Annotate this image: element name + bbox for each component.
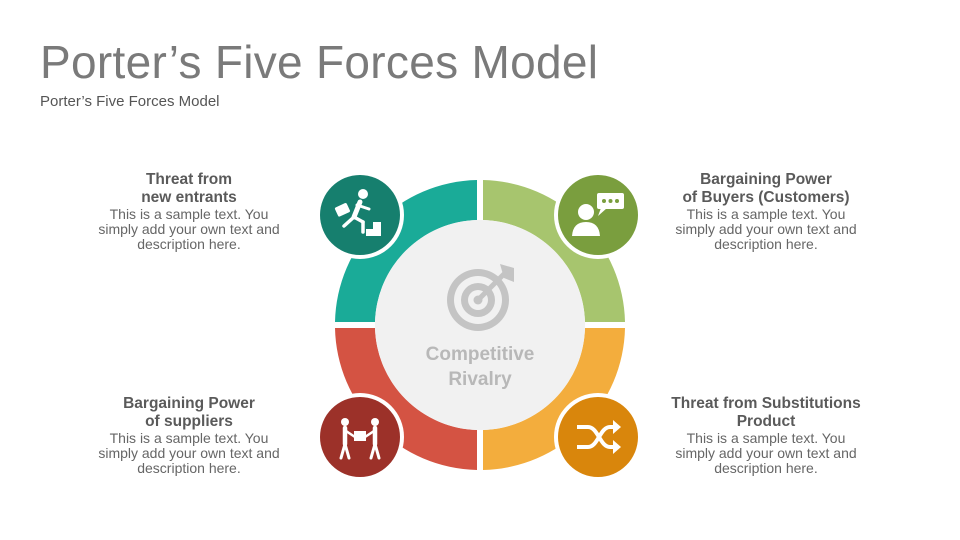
force-block-buyers: Bargaining Power of Buyers (Customers) T… [656, 171, 876, 252]
page-subtitle: Porter’s Five Forces Model [40, 93, 220, 110]
page-title: Porter’s Five Forces Model [40, 36, 599, 88]
ring-segment-substitutes [483, 328, 625, 470]
exchange-people-icon [339, 418, 381, 460]
ring-segment-buyers [483, 180, 625, 322]
badge-substitutes [554, 393, 642, 481]
center-label-line2: Rivalry [448, 369, 512, 390]
shuffle-arrows-icon [577, 420, 621, 454]
badge-buyers [554, 171, 642, 259]
ring-segment-new-entrants [335, 180, 477, 322]
force-heading: Threat from new entrants [141, 171, 237, 206]
force-block-substitutes: Threat from Substitutions Product This i… [656, 395, 876, 476]
ring-segment-suppliers [335, 328, 477, 470]
force-heading: Bargaining Power of Buyers (Customers) [682, 171, 850, 206]
center-label-line1: Competitive [426, 344, 535, 365]
customer-chat-icon [572, 193, 624, 236]
running-businessman-icon [334, 189, 381, 236]
force-heading: Threat from Substitutions Product [671, 395, 861, 430]
force-block-new-entrants: Threat from new entrants This is a sampl… [79, 171, 299, 252]
badge-suppliers [316, 393, 404, 481]
force-description: This is a sample text. You simply add yo… [675, 206, 857, 252]
force-heading: Bargaining Power of suppliers [123, 395, 255, 430]
force-block-suppliers: Bargaining Power of suppliers This is a … [79, 395, 299, 476]
force-description: This is a sample text. You simply add yo… [98, 430, 280, 476]
target-icon [447, 264, 514, 331]
force-description: This is a sample text. You simply add yo… [675, 430, 857, 476]
badge-new-entrants [316, 171, 404, 259]
force-description: This is a sample text. You simply add yo… [98, 206, 280, 252]
